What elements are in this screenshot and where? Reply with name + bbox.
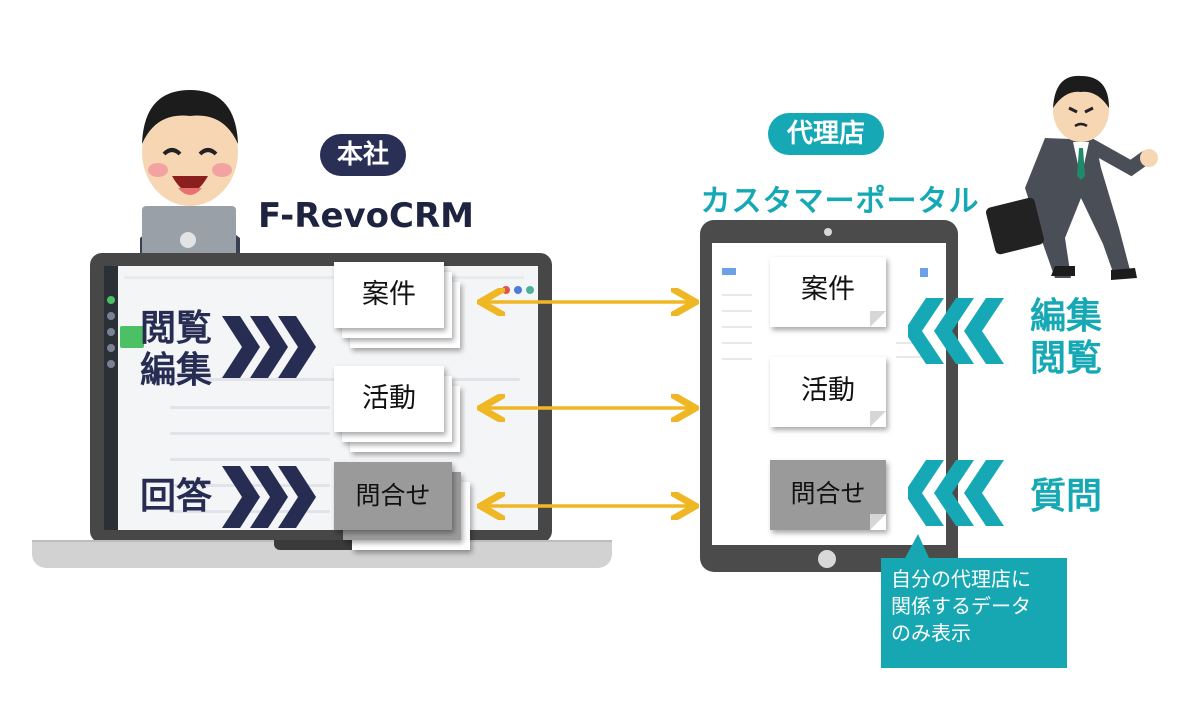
portal-inquiry-card: 問合せ	[770, 460, 886, 530]
portal-activity-label: 活動	[801, 375, 855, 406]
callout-line-2: 関係するデータ	[891, 594, 1031, 618]
hq-title: F-RevoCRM	[257, 196, 475, 236]
portal-case-card: 案件	[770, 257, 886, 327]
crm-sidebar	[104, 266, 118, 530]
tablet-camera	[824, 228, 832, 236]
hq-case-label: 案件	[362, 279, 416, 310]
agency-view-text: 閲覧	[1030, 338, 1103, 379]
sync-arrows	[470, 280, 710, 530]
tablet-home-button	[818, 550, 836, 568]
agency-edit-view-label: 編集 閲覧	[1030, 296, 1102, 380]
portal-tab	[722, 268, 736, 275]
crm-nav-dot	[107, 312, 115, 320]
hq-case-card: 案件	[334, 262, 444, 328]
apple-logo-icon	[180, 232, 196, 248]
page-fold	[870, 514, 886, 530]
crm-nav-dot	[107, 360, 115, 368]
page-fold	[870, 411, 886, 427]
crm-app-tile	[120, 326, 144, 348]
hq-activity-card: 活動	[334, 366, 444, 432]
agency-edit-view-chevrons	[908, 298, 1004, 364]
hq-badge: 本社	[320, 134, 406, 176]
portal-activity-card: 活動	[770, 357, 886, 427]
hq-view-text: 閲覧	[140, 308, 213, 349]
hq-inquiry-card: 問合せ	[334, 462, 452, 530]
portal-row	[722, 342, 752, 344]
agency-question-label: 質問	[1030, 476, 1103, 517]
crm-row	[170, 458, 330, 461]
hq-activity-label: 活動	[362, 383, 416, 414]
portal-row	[722, 310, 752, 312]
crm-nav-dot	[107, 296, 115, 304]
portal-row	[722, 326, 752, 328]
page-fold	[870, 311, 886, 327]
crm-nav-dot	[107, 328, 115, 336]
hq-view-edit-chevrons	[222, 316, 316, 378]
crm-row	[170, 432, 330, 435]
agency-question-chevrons	[908, 460, 1004, 526]
hq-answer-label: 回答	[140, 476, 213, 517]
agency-title: カスタマーポータル	[700, 184, 980, 219]
portal-row	[722, 294, 752, 296]
portal-tab	[920, 268, 928, 277]
portal-row	[722, 358, 752, 360]
portal-row	[896, 356, 926, 358]
portal-inquiry-label: 問合せ	[790, 479, 866, 508]
crm-row	[170, 406, 330, 409]
hq-inquiry-label: 問合せ	[355, 481, 431, 510]
callout-note: 自分の代理店に 関係するデータ のみ表示	[881, 558, 1067, 668]
hq-edit-text: 編集	[140, 350, 213, 391]
portal-row	[896, 342, 926, 344]
crm-nav-dot	[107, 344, 115, 352]
hq-view-edit-label: 閲覧 編集	[140, 308, 212, 392]
agency-edit-text: 編集	[1030, 296, 1103, 337]
laptop-notch	[274, 540, 370, 550]
agency-badge: 代理店	[768, 113, 884, 155]
hq-answer-chevrons	[222, 466, 316, 528]
callout-line-3: のみ表示	[891, 621, 971, 645]
crm-header-line	[124, 276, 524, 279]
callout-line-1: 自分の代理店に	[891, 567, 1031, 591]
portal-case-label: 案件	[801, 274, 855, 305]
agency-person-illustration	[1025, 75, 1158, 280]
callout-pointer	[904, 534, 930, 560]
